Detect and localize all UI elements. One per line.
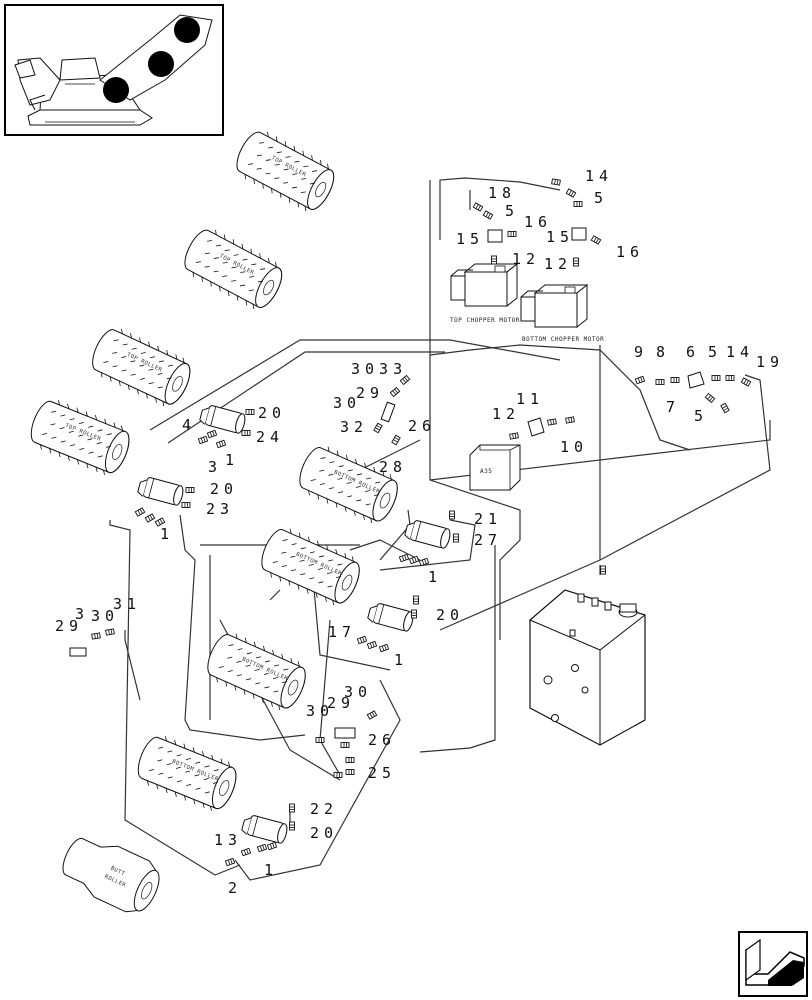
callout: 30 bbox=[91, 607, 119, 625]
callout: 2 bbox=[228, 879, 242, 897]
callout: 12 bbox=[512, 250, 540, 268]
callout: 13 bbox=[214, 831, 242, 849]
hydraulic-tank bbox=[529, 589, 646, 746]
callout: 5 bbox=[594, 189, 608, 207]
top-roller-4: TOP ROLLER bbox=[24, 394, 136, 480]
top-chopper-motor-label: TOP CHOPPER MOTOR bbox=[450, 317, 520, 324]
top-roller-2: TOP ROLLER bbox=[177, 222, 290, 316]
callout: 27 bbox=[474, 531, 502, 549]
bottom-roller-3: BOTTOM ROLLER bbox=[200, 627, 313, 716]
callout: 32 bbox=[340, 418, 368, 436]
callout: 10 bbox=[560, 438, 588, 456]
callout: 12 bbox=[544, 255, 572, 273]
callout: 26 bbox=[368, 731, 396, 749]
bottom-chopper-motor-label: BOTTOM CHOPPER MOTOR bbox=[522, 336, 604, 343]
callout: 28 bbox=[379, 458, 407, 476]
roller-motor bbox=[240, 812, 290, 845]
valve-block bbox=[571, 227, 587, 241]
callout: 29 bbox=[327, 694, 355, 712]
callout: 21 bbox=[474, 510, 502, 528]
callout: 25 bbox=[368, 764, 396, 782]
callout: 15 bbox=[546, 228, 574, 246]
a35-label: A35 bbox=[480, 468, 492, 475]
roller-location-marker bbox=[174, 17, 200, 43]
callout: 30 bbox=[344, 683, 372, 701]
callout: 1 bbox=[160, 525, 174, 543]
callout: 3 bbox=[75, 605, 89, 623]
callout: 3033 bbox=[351, 360, 407, 378]
roller-motor bbox=[366, 600, 416, 633]
callout: 19 bbox=[756, 353, 784, 371]
callout: 14 bbox=[585, 167, 613, 185]
callout: 7 bbox=[666, 398, 680, 416]
callout: 16 bbox=[524, 213, 552, 231]
bottom-roller-1: BOTTOM ROLLER bbox=[292, 440, 405, 529]
callout: 15 bbox=[456, 230, 484, 248]
harvester-thumbnail bbox=[4, 4, 224, 136]
callout: 29 bbox=[356, 384, 384, 402]
callout: 20 bbox=[436, 606, 464, 624]
valve-block bbox=[487, 229, 503, 243]
callout: 5 bbox=[505, 202, 519, 220]
callout: 23 bbox=[206, 500, 234, 518]
roller-motor bbox=[198, 402, 248, 435]
callout: 22 bbox=[310, 800, 338, 818]
roller-location-marker bbox=[148, 51, 174, 77]
callout: 3 bbox=[208, 458, 222, 476]
callout: 24 bbox=[256, 428, 284, 446]
a35-valve-block: A35 bbox=[469, 444, 521, 491]
callout: 1 bbox=[394, 651, 408, 669]
callout: 20 bbox=[258, 404, 286, 422]
butt-roller: BUTT ROLLER bbox=[62, 837, 160, 913]
callout: 5 bbox=[708, 343, 722, 361]
callout: 16 bbox=[616, 243, 644, 261]
top-chopper-motor bbox=[450, 263, 518, 307]
butt-label-line1: BUTT bbox=[109, 866, 126, 878]
callout: 9 bbox=[634, 343, 648, 361]
callout: 1 bbox=[225, 451, 239, 469]
callout: 1 bbox=[428, 568, 442, 586]
callout: 1 bbox=[264, 861, 278, 879]
callout: 30 bbox=[333, 394, 361, 412]
bottom-roller-4: BOTTOM ROLLER bbox=[131, 730, 243, 816]
roller-motor bbox=[403, 517, 453, 550]
callout: 30 bbox=[306, 702, 334, 720]
callout: 12 bbox=[492, 405, 520, 423]
bottom-roller-2: BOTTOM ROLLER bbox=[254, 522, 367, 611]
callout: 26 bbox=[408, 417, 436, 435]
callout: 17 bbox=[328, 623, 356, 641]
callout: 14 bbox=[726, 343, 754, 361]
callout: 8 bbox=[656, 343, 670, 361]
top-roller-1: TOP ROLLER bbox=[229, 124, 342, 218]
top-roller-3: TOP ROLLER bbox=[85, 322, 198, 412]
callout: 20 bbox=[310, 824, 338, 842]
callout: 4 bbox=[182, 416, 196, 434]
callout: 29 bbox=[55, 617, 83, 635]
roller-location-marker bbox=[103, 77, 129, 103]
hose-fittings bbox=[69, 178, 752, 867]
bottom-chopper-motor bbox=[520, 284, 588, 328]
callout: 11 bbox=[516, 390, 544, 408]
plug bbox=[69, 647, 87, 657]
next-page-arrow-icon[interactable] bbox=[738, 931, 808, 997]
callout: 5 bbox=[694, 407, 708, 425]
callout: 31 bbox=[113, 595, 141, 613]
callout: 18 bbox=[488, 184, 516, 202]
callout: 6 bbox=[686, 343, 700, 361]
callout: 20 bbox=[210, 480, 238, 498]
callouts: 14 18 5 5 16 15 15 16 12 12 9 8 6 5 14 1… bbox=[55, 167, 784, 897]
roller-motor bbox=[136, 474, 186, 507]
